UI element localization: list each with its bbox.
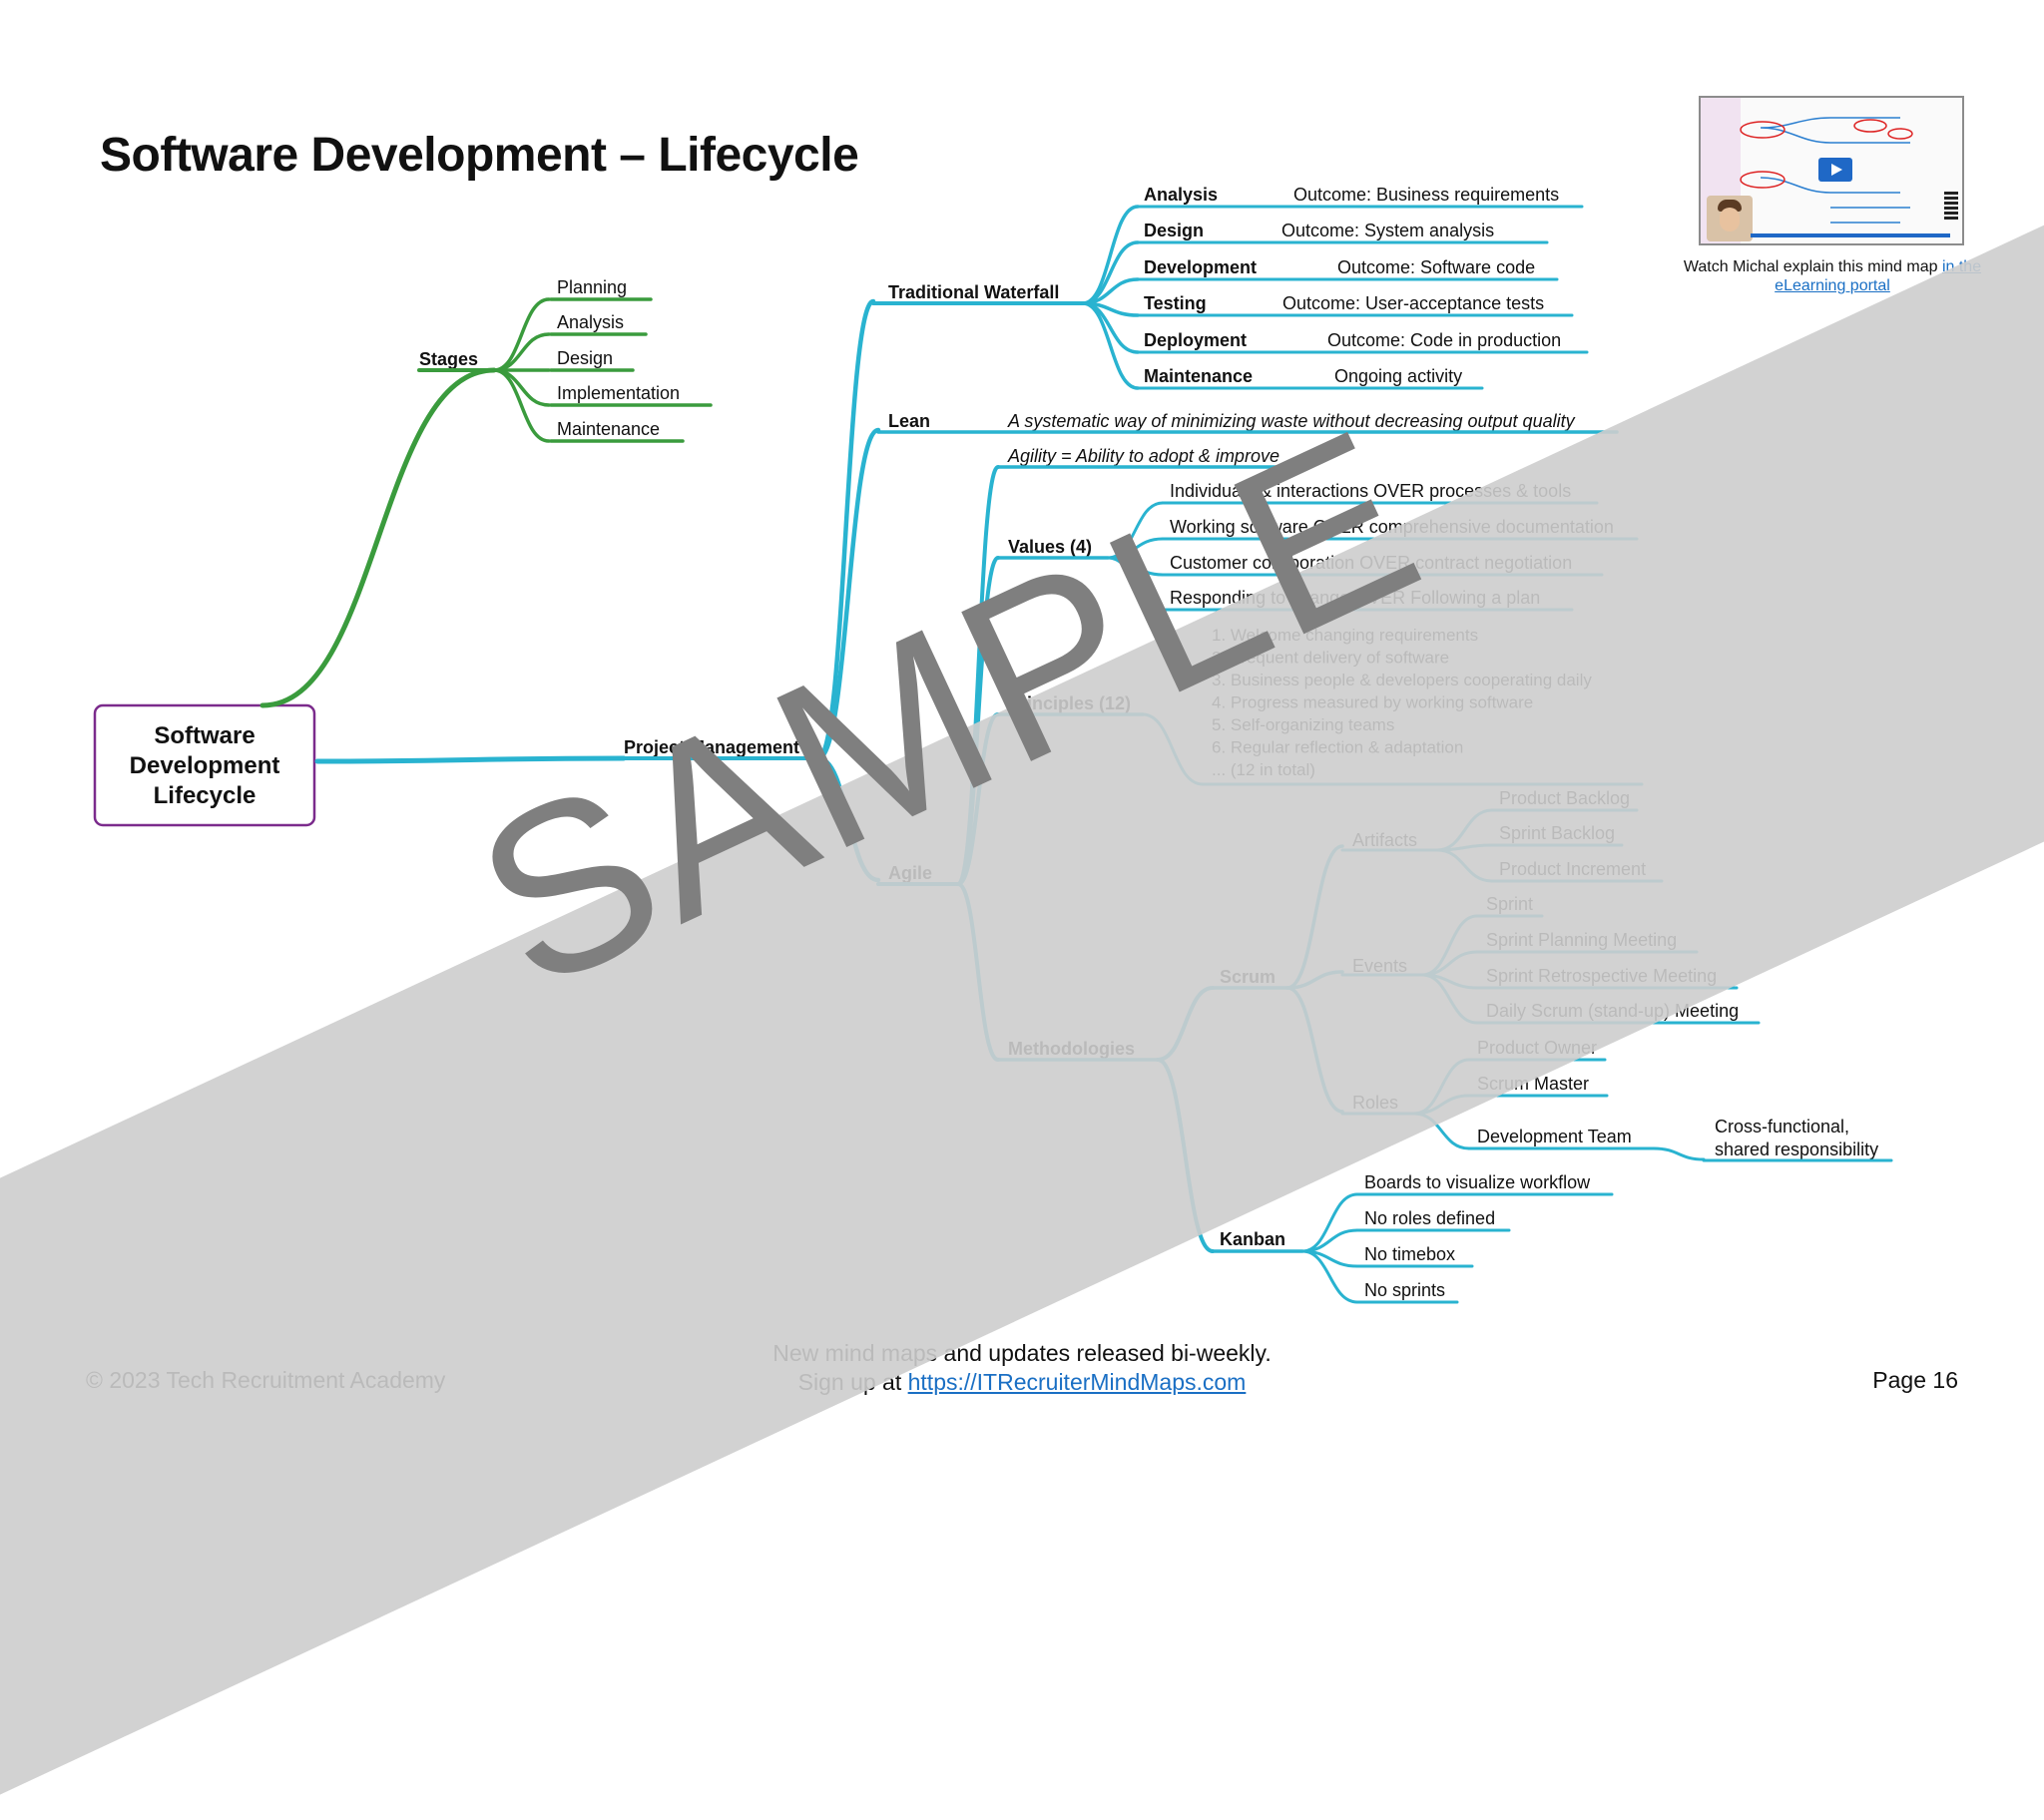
pm-to-agile-branch [815, 755, 881, 883]
event-item-label: Sprint Retrospective Meeting [1486, 966, 1717, 986]
root-to-stages-branch [259, 367, 497, 708]
page-title: Software Development – Lifecycle [100, 129, 859, 182]
artifacts-child-branch [1435, 848, 1494, 883]
waterfall-outcome-label: Outcome: User-acceptance tests [1282, 293, 1544, 313]
event-item-label: Sprint Planning Meeting [1486, 930, 1677, 950]
principles-bracket-branch [1141, 712, 1205, 786]
methodologies-to-scrum-branch [1156, 986, 1215, 1062]
artifact-item-label: Product Backlog [1499, 788, 1630, 808]
role-item-label: Scrum Master [1477, 1074, 1589, 1094]
principles-label: Principles (12) [1008, 693, 1131, 713]
kanban-label: Kanban [1220, 1229, 1285, 1249]
agile-to-definition-branch [956, 465, 1000, 886]
role-item-label: Product Owner [1477, 1038, 1597, 1058]
waterfall-phase-label: Analysis [1144, 185, 1218, 205]
waterfall-phase-label: Deployment [1144, 330, 1247, 350]
event-item-label: Sprint [1486, 894, 1533, 914]
root-node-label-line: Lifecycle [154, 782, 256, 809]
principle-item-label: 1. Welcome changing requirements [1212, 626, 1478, 645]
waterfall-outcome-label: Outcome: Business requirements [1293, 185, 1559, 205]
dev-team-note-branch [1652, 1146, 1706, 1161]
artifact-item-label: Product Increment [1499, 859, 1646, 879]
video-progress-bar [1751, 233, 1950, 237]
values-label: Values (4) [1008, 537, 1092, 557]
updates-text: New mind maps and updates released bi-we… [772, 1340, 1272, 1366]
stage-item-label: Implementation [557, 383, 680, 403]
waterfall-outcome-label: Ongoing activity [1334, 366, 1462, 386]
play-icon[interactable] [1818, 158, 1852, 182]
stage-item-label: Maintenance [557, 419, 660, 439]
page-number: Page 16 [1872, 1367, 1958, 1393]
principle-item-label: ... (12 in total) [1212, 760, 1315, 779]
principle-item-label: 3. Business people & developers cooperat… [1212, 671, 1592, 689]
kanban-item-label: No timebox [1364, 1244, 1455, 1264]
artifact-item-label: Sprint Backlog [1499, 823, 1615, 843]
thumbnail-caption: Watch Michal explain this mind map in th… [1677, 257, 1988, 295]
waterfall-outcome-label: Outcome: Code in production [1327, 330, 1561, 350]
kanban-child-branch [1300, 1192, 1359, 1253]
dev-team-note-line: shared responsibility [1715, 1139, 1878, 1159]
root-to-pm-branch [314, 755, 627, 764]
waterfall-outcome-label: Outcome: System analysis [1281, 221, 1494, 240]
roles-label: Roles [1352, 1093, 1398, 1113]
kanban-item-label: No sprints [1364, 1280, 1445, 1300]
methodologies-label: Methodologies [1008, 1039, 1135, 1059]
root-node-label-line: Software [154, 722, 255, 749]
kanban-item-label: No roles defined [1364, 1208, 1495, 1228]
thumbnail-caption-text: Watch Michal explain this mind map [1683, 258, 1942, 275]
scrum-to-artifacts-branch [1285, 844, 1344, 990]
events-child-branch [1420, 914, 1479, 977]
waterfall-child-branch [1081, 205, 1140, 305]
lean-label: Lean [888, 411, 930, 431]
value-item-label: Customer collaboration OVER contract neg… [1170, 553, 1572, 573]
stages-child-branch [492, 368, 551, 407]
lean-description: A systematic way of minimizing waste wit… [1007, 411, 1576, 431]
pm-to-waterfall-branch [815, 298, 876, 761]
waterfall-phase-label: Design [1144, 221, 1204, 240]
scrum-label: Scrum [1220, 967, 1276, 987]
video-thumbnail[interactable] [1699, 96, 1964, 245]
stage-item-label: Design [557, 348, 613, 368]
value-item-label: Responding to change OVER Following a pl… [1170, 588, 1540, 608]
stage-item-label: Analysis [557, 312, 624, 332]
agile-definition: Agility = Ability to adopt & improve [1007, 446, 1279, 466]
artifacts-label: Artifacts [1352, 830, 1417, 850]
waterfall-outcome-label: Outcome: Software code [1337, 257, 1535, 277]
value-item-label: Working software OVER comprehensive docu… [1170, 517, 1614, 537]
role-item-label: Development Team [1477, 1127, 1632, 1146]
value-item-label: Individuals & interactions OVER processe… [1170, 481, 1571, 501]
waterfall-label: Traditional Waterfall [888, 282, 1059, 302]
principle-item-label: 6. Regular reflection & adaptation [1212, 738, 1463, 757]
signup-link[interactable]: https://ITRecruiterMindMaps.com [907, 1369, 1247, 1395]
waterfall-phase-label: Testing [1144, 293, 1207, 313]
agile-to-methodologies-branch [956, 882, 1000, 1062]
waterfall-phase-label: Maintenance [1144, 366, 1253, 386]
principle-item-label: 5. Self-organizing teams [1212, 715, 1394, 734]
pm-label: Project Management [624, 737, 799, 757]
event-item-label: Daily Scrum (stand-up) Meeting [1486, 1001, 1739, 1021]
presenter-avatar [1707, 196, 1753, 241]
roles-child-branch [1412, 1112, 1471, 1150]
root-node-label-line: Development [130, 752, 280, 779]
stages-child-branch [492, 332, 551, 372]
signup-prefix: Sign up at [797, 1369, 908, 1395]
principle-item-label: 4. Progress measured by working software [1212, 693, 1533, 712]
methodologies-to-kanban-branch [1156, 1058, 1215, 1253]
waterfall-phase-label: Development [1144, 257, 1257, 277]
qr-code-icon [1944, 190, 1958, 220]
principle-item-label: 2. Frequent delivery of software [1212, 649, 1449, 668]
events-label: Events [1352, 956, 1407, 976]
kanban-item-label: Boards to visualize workflow [1364, 1172, 1591, 1192]
scrum-to-roles-branch [1285, 986, 1344, 1114]
footer-signup: New mind maps and updates released bi-we… [0, 1339, 2044, 1397]
agile-label: Agile [888, 863, 932, 883]
stage-item-label: Planning [557, 277, 627, 297]
stages-label: Stages [419, 349, 478, 369]
dev-team-note-line: Cross-functional, [1715, 1117, 1849, 1137]
